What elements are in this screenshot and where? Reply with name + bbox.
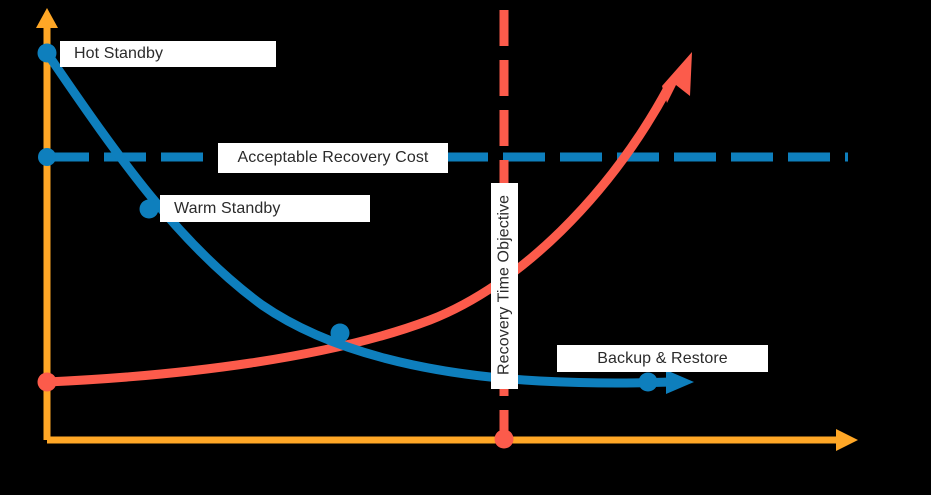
cost-of-downtime-curve: [42, 83, 673, 387]
x-axis-arrowhead: [836, 429, 858, 451]
axes-group: [36, 8, 858, 451]
cost-of-recovery-strategy-arrowhead: [666, 370, 694, 394]
cost-of-downtime-origin-marker: [37, 372, 57, 392]
hot-standby-marker: [37, 43, 57, 63]
y-axis-arrowhead: [36, 8, 58, 28]
label-backup-and-restore: Backup & Restore: [557, 345, 768, 372]
label-acceptable-recovery-cost: Acceptable Recovery Cost: [218, 143, 448, 173]
acceptable-recovery-cost-origin-marker: [38, 148, 56, 166]
pilot-light-marker: [330, 323, 350, 343]
cost-of-downtime-series: [37, 52, 692, 392]
cost-of-recovery-strategy-series: [37, 43, 694, 394]
label-recovery-time-objective: Recovery Time Objective: [491, 183, 518, 389]
warm-standby-marker: [139, 199, 159, 219]
recovery-time-objective-axis-marker: [494, 429, 514, 449]
cost-of-recovery-strategy-curve: [42, 48, 677, 388]
backup-restore-marker: [638, 372, 658, 392]
label-hot-standby: Hot Standby: [60, 41, 276, 67]
label-warm-standby: Warm Standby: [160, 195, 370, 222]
cost-of-downtime-arrowhead: [662, 52, 692, 103]
